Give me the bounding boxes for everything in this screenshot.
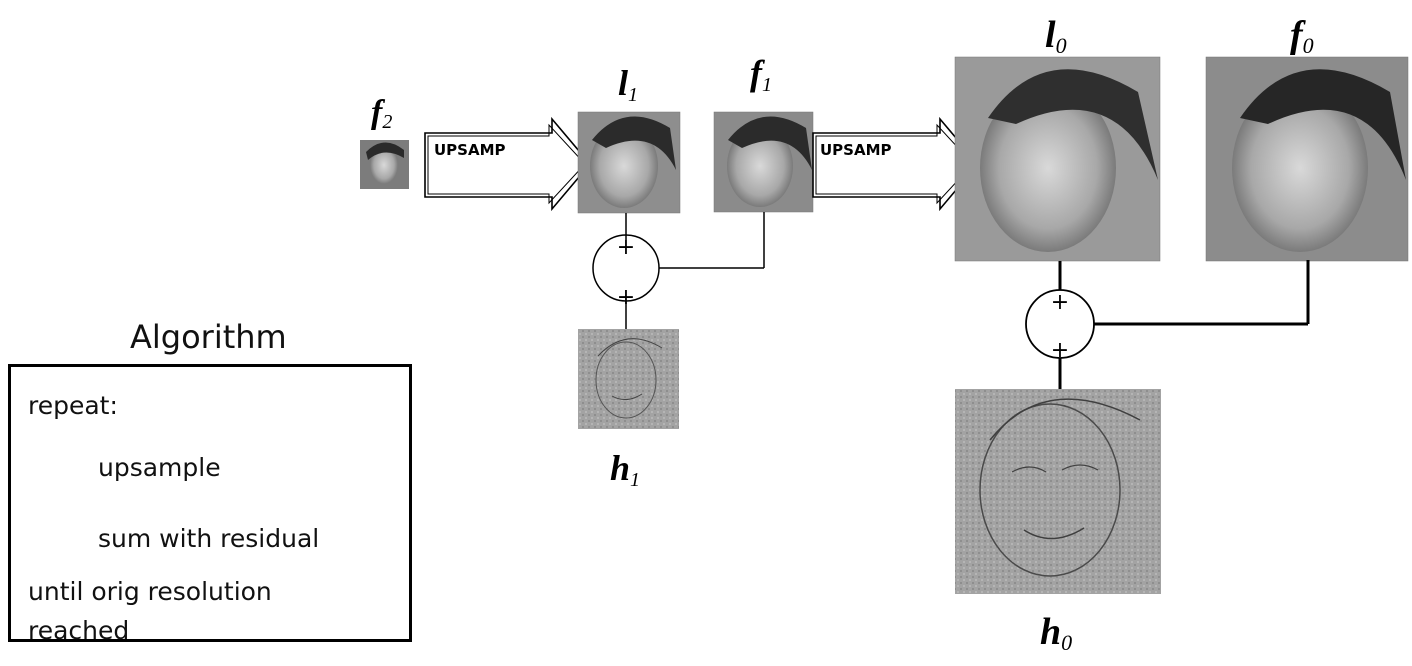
- algorithm-line-reached: reached: [28, 616, 130, 645]
- image-h1: [578, 329, 679, 429]
- algorithm-line-sum: sum with residual: [98, 524, 320, 553]
- algorithm-title: Algorithm: [130, 318, 287, 356]
- upsample-arrow-1: UPSAMP: [424, 116, 592, 212]
- label-h0-subscript: 0: [1061, 630, 1072, 655]
- label-f1-subscript: 1: [762, 74, 772, 96]
- label-f0-subscript: 0: [1303, 33, 1314, 58]
- label-l1-subscript: 1: [628, 84, 638, 106]
- upsample-arrow-2: UPSAMP: [812, 116, 980, 212]
- label-f2: f2: [371, 94, 392, 133]
- adder-1: + +: [592, 212, 765, 330]
- adder-1-plus-bottom: +: [617, 285, 635, 310]
- label-l0-subscript: 0: [1056, 33, 1067, 58]
- label-l1: l1: [618, 63, 638, 106]
- upsample-arrow-2-label: UPSAMP: [820, 141, 892, 159]
- algorithm-line-upsample: upsample: [98, 453, 221, 482]
- label-f2-subscript: 2: [382, 111, 392, 133]
- image-l0: [954, 56, 1161, 262]
- image-f0: [1205, 56, 1409, 262]
- algorithm-line-repeat: repeat:: [28, 391, 118, 420]
- adder-1-plus-top: +: [617, 235, 635, 260]
- label-h1: h1: [610, 448, 640, 491]
- label-f1: f1: [750, 53, 772, 96]
- upsample-arrow-1-label: UPSAMP: [434, 141, 506, 159]
- image-f2: [360, 140, 409, 189]
- adder-2-plus-bottom: +: [1051, 338, 1069, 363]
- image-f1: [713, 111, 814, 213]
- label-l0: l0: [1045, 14, 1067, 58]
- image-h0: [955, 389, 1161, 594]
- adder-2: + +: [1025, 260, 1310, 390]
- label-f0: f0: [1290, 14, 1314, 58]
- algorithm-line-until: until orig resolution: [28, 577, 272, 606]
- label-h0: h0: [1040, 611, 1072, 655]
- algorithm-box: repeat: upsample sum with residual until…: [8, 364, 412, 645]
- image-l1: [577, 111, 681, 214]
- adder-2-plus-top: +: [1051, 290, 1069, 315]
- label-h1-subscript: 1: [630, 469, 640, 491]
